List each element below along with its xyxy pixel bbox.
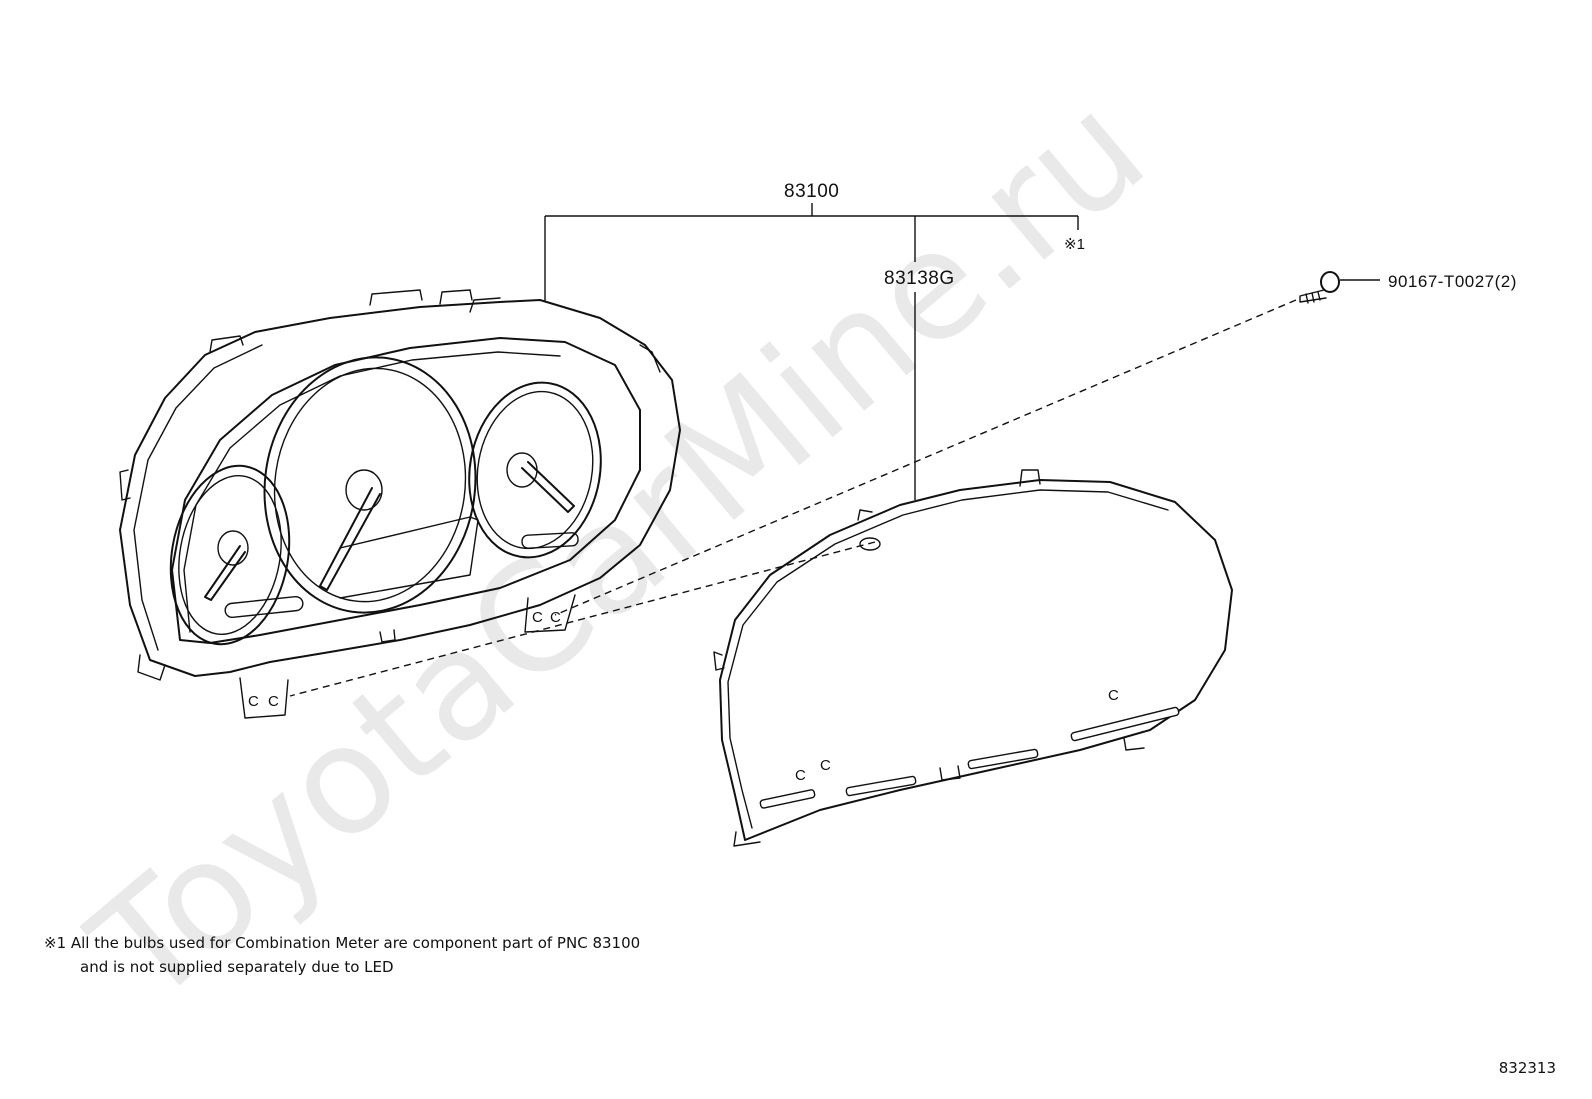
footnote-line-2: and is not supplied separately due to LE… <box>80 958 394 976</box>
svg-text:C: C <box>795 767 806 784</box>
callout-screw: 90167-T0027(2) <box>1388 272 1517 291</box>
footnote-line-1: ※1 All the bulbs used for Combination Me… <box>44 934 641 952</box>
figure-number: 832313 <box>1498 1059 1556 1077</box>
svg-text:C: C <box>550 609 561 626</box>
svg-text:C: C <box>268 693 279 710</box>
svg-text:C: C <box>248 693 259 710</box>
svg-text:C: C <box>1108 687 1119 704</box>
watermark: ToyotaCarMine.ru <box>61 62 1177 1038</box>
screw-icon <box>1299 271 1340 304</box>
svg-text:C: C <box>532 609 543 626</box>
callout-83138g: 83138G <box>884 268 955 289</box>
leader-lines <box>289 203 1380 697</box>
meter-lens-icon: C C C <box>713 469 1233 847</box>
svg-text:C: C <box>820 757 831 774</box>
callout-note-ref: ※1 <box>1064 236 1085 253</box>
combination-meter-icon: C C C C <box>119 289 681 719</box>
callout-83100: 83100 <box>784 181 839 202</box>
